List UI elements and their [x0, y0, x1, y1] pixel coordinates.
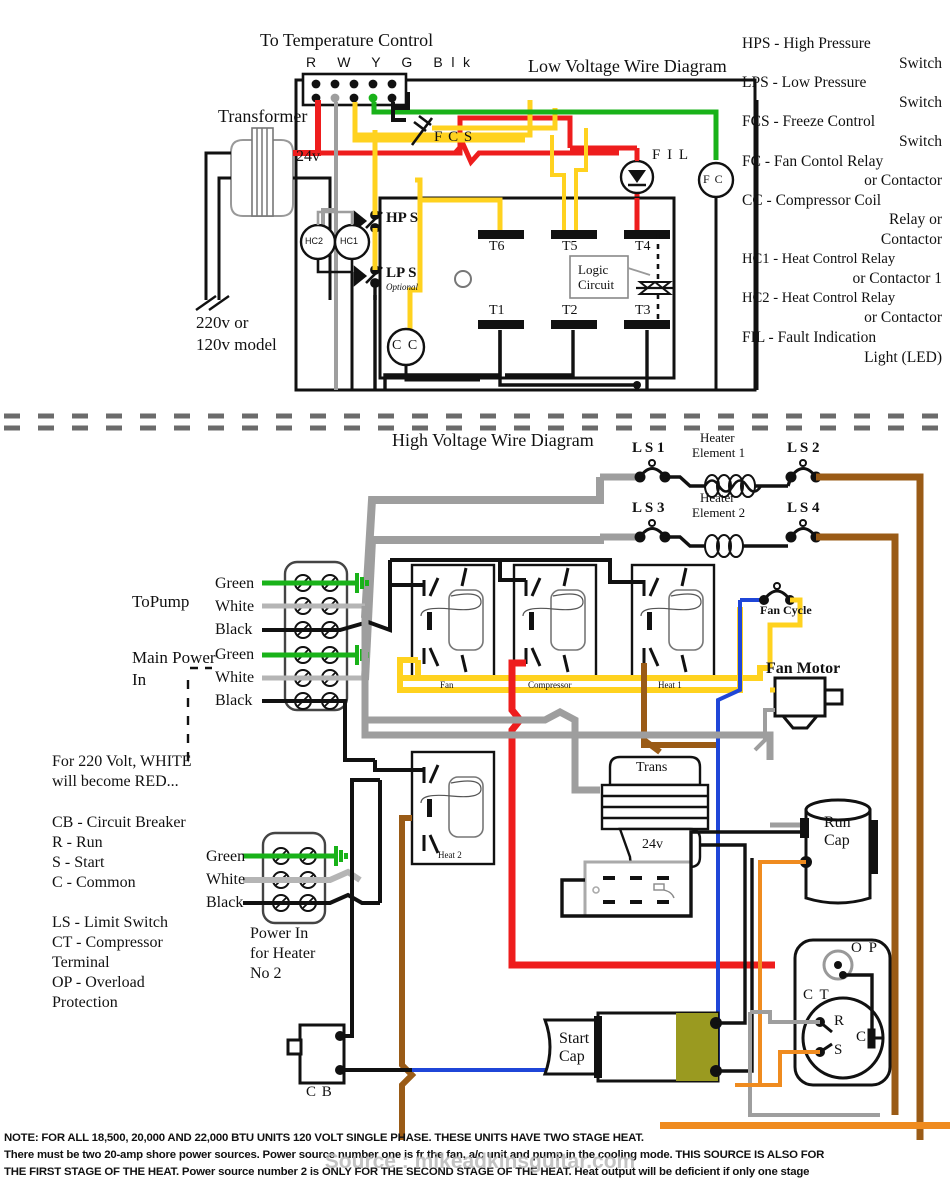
heater-element-2-line1: Heater: [700, 490, 735, 505]
terminal-t4: T4: [635, 239, 651, 254]
heater2-power-line3: No 2: [250, 965, 282, 982]
relay-compressor-label: Compressor: [528, 680, 572, 690]
trans-label: Trans: [636, 760, 668, 775]
legend-entry-hc2: HC2 - Heat Control Relay or Contactor: [742, 289, 942, 327]
main-power-line1: Main Power: [132, 648, 216, 667]
trans-24v-label: 24v: [642, 837, 663, 852]
high-voltage-title: High Voltage Wire Diagram: [392, 430, 594, 450]
wire-label-black-3: Black: [206, 894, 244, 911]
heater2-power-line2: for Heater: [250, 945, 316, 962]
relay-fan-label: Fan: [440, 680, 454, 690]
transformer-label: Transformer: [218, 106, 308, 126]
abbreviation-legend: HPS - High Pressure Switch LPS - Low Pre…: [742, 34, 942, 367]
start-cap-line2: Cap: [559, 1048, 585, 1065]
source-watermark: Source : mikeadkinsguitar.com: [324, 1150, 636, 1173]
comp-terminal-s: S: [834, 1042, 843, 1058]
run-cap-line1: Run: [824, 814, 851, 831]
ls4-label: L S 4: [787, 500, 820, 516]
note-line-3: THE FIRST STAGE OF THE HEAT. Power sourc…: [4, 1166, 810, 1178]
model-voltage-line1: 220v or: [196, 313, 249, 332]
start-cap-line1: Start: [559, 1030, 590, 1047]
transformer-24v-label: 24v: [296, 148, 320, 165]
cb-label: C B: [306, 1084, 333, 1100]
fc-label: F C: [703, 172, 724, 186]
terminal-letters: R W Y G Blk: [306, 54, 479, 70]
ct-label: C T: [803, 987, 831, 1003]
legend-entry-hps: HPS - High Pressure Switch: [742, 35, 942, 72]
lps-optional-label: Optional: [386, 282, 419, 292]
legend-entry-lps: LPS - Low Pressure Switch: [742, 74, 942, 111]
op-label: O P: [851, 940, 879, 956]
legend-entry-hc1: HC1 - Heat Control Relay or Contactor 1: [742, 250, 942, 288]
wire-label-green-3: Green: [206, 848, 246, 865]
relay-heat1-label: Heat 1: [658, 680, 682, 690]
temperature-control-label: To Temperature Control: [260, 30, 434, 50]
note-line-2: There must be two 20-amp shore power sou…: [4, 1149, 825, 1161]
logic-circuit-line2: Circuit: [578, 277, 615, 292]
heater2-power-line1: Power In: [250, 925, 309, 942]
wire-label-green-2: Green: [215, 646, 255, 663]
fil-label: F I L: [652, 147, 690, 163]
ls2-label: L S 2: [787, 440, 820, 456]
hc2-label: HC2: [305, 236, 324, 246]
terminal-t6: T6: [489, 239, 505, 254]
main-power-line2: In: [132, 670, 147, 689]
wire-label-green-1: Green: [215, 575, 255, 592]
run-cap-line2: Cap: [824, 832, 850, 849]
abbrev-legend-left-a: CB - Circuit Breaker R - Run S - Start C…: [52, 814, 186, 891]
wire-label-white-2: White: [215, 669, 255, 686]
terminal-t2: T2: [562, 303, 578, 318]
wire-label-black-1: Black: [215, 621, 253, 638]
hc1-label: HC1: [340, 236, 359, 246]
wire-label-white-3: White: [206, 871, 246, 888]
fcs-label: F C S: [434, 129, 474, 145]
heater-element-1-line1: Heater: [700, 430, 735, 445]
fan-cycle-label: Fan Cycle: [760, 603, 812, 617]
comp-terminal-c: C: [856, 1029, 867, 1045]
ls1-label: L S 1: [632, 440, 665, 456]
logic-circuit-line1: Logic: [578, 262, 609, 277]
legend-entry-cc: CC - Compressor Coil Relay or Contactor: [742, 191, 942, 248]
lps-label: LP S: [386, 265, 417, 281]
fan-motor-label: Fan Motor: [766, 660, 841, 677]
legend-entry-fil: FIL - Fault Indication Light (LED): [742, 328, 942, 366]
terminal-t5: T5: [562, 239, 578, 254]
note-line-1: NOTE: FOR ALL 18,500, 20,000 AND 22,000 …: [4, 1132, 644, 1144]
abbrev-legend-left-b: LS - Limit Switch CT - Compressor Termin…: [52, 914, 168, 1011]
cc-label: C C: [392, 338, 419, 353]
comp-terminal-r: R: [834, 1013, 845, 1029]
heater-element-1-line2: Element 1: [692, 445, 746, 460]
heater-element-2-line2: Element 2: [692, 505, 746, 520]
to-pump-label: ToPump: [132, 592, 190, 611]
relay-heat2-label: Heat 2: [438, 850, 462, 860]
white-red-note: For 220 Volt, WHITE will become RED...: [52, 753, 192, 790]
legend-entry-fc: FC - Fan Contol Relay or Contactor: [742, 152, 942, 190]
ls3-label: L S 3: [632, 500, 665, 516]
terminal-t1: T1: [489, 303, 505, 318]
wire-label-black-2: Black: [215, 692, 253, 709]
legend-entry-fcs: FCS - Freeze Control Switch: [742, 113, 942, 150]
model-voltage-line2: 120v model: [196, 335, 277, 354]
bottom-note: NOTE: FOR ALL 18,500, 20,000 AND 22,000 …: [4, 1130, 948, 1181]
low-voltage-title: Low Voltage Wire Diagram: [528, 56, 727, 76]
hps-label: HP S: [386, 210, 419, 226]
terminal-t3: T3: [635, 303, 651, 318]
wire-label-white-1: White: [215, 598, 255, 615]
